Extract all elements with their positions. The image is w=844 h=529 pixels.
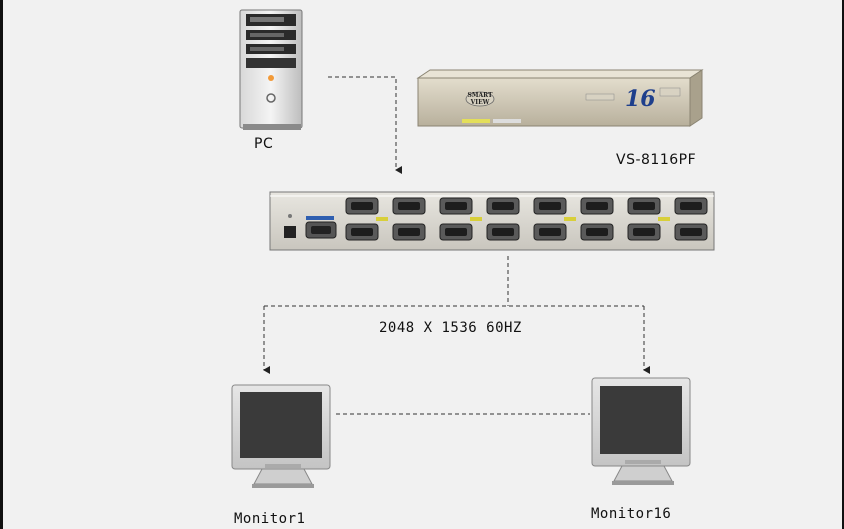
model-badge-number: 16 bbox=[625, 86, 656, 112]
port-indicator bbox=[658, 217, 670, 221]
vga-port-pins bbox=[445, 202, 467, 210]
vga-port-pins bbox=[398, 228, 420, 236]
vga-port-pins bbox=[633, 228, 655, 236]
splitter-rear-icon bbox=[269, 191, 715, 251]
output-ports bbox=[345, 197, 708, 241]
right-border bbox=[842, 0, 844, 529]
monitor-first-label: Monitor1 bbox=[234, 511, 306, 527]
left-border bbox=[0, 0, 3, 529]
port-indicator bbox=[470, 217, 482, 221]
vga-port-pins bbox=[351, 202, 373, 210]
vga-port-pins bbox=[680, 228, 702, 236]
vga-port-pins bbox=[492, 228, 514, 236]
model-label: VS-8116PF bbox=[616, 152, 697, 168]
brand-line-2: VIEW bbox=[470, 99, 490, 106]
vga-port-pins bbox=[586, 202, 608, 210]
vga-port-pins bbox=[539, 202, 561, 210]
vga-port-pins bbox=[445, 228, 467, 236]
vga-port-pins bbox=[680, 202, 702, 210]
monitor-icon bbox=[591, 377, 691, 485]
vga-port-pins bbox=[351, 228, 373, 236]
pc-label: PC bbox=[254, 136, 274, 152]
pc-to-splitter-line bbox=[328, 76, 402, 174]
brand-line-1: SMART bbox=[468, 92, 494, 99]
splitter-front-icon: SMART VIEW 16 bbox=[416, 69, 704, 127]
vga-port-pins bbox=[539, 228, 561, 236]
vga-port-pins bbox=[586, 228, 608, 236]
monitor-icon bbox=[231, 384, 331, 488]
port-indicator bbox=[564, 217, 576, 221]
monitor-last-label: Monitor16 bbox=[591, 506, 672, 522]
resolution-label: 2048 X 1536 60HZ bbox=[379, 320, 522, 336]
port-indicator bbox=[376, 217, 388, 221]
vga-port-pins bbox=[633, 202, 655, 210]
vga-port-pins bbox=[398, 202, 420, 210]
connections bbox=[263, 76, 650, 415]
vga-port-pins bbox=[492, 202, 514, 210]
pc-tower-icon bbox=[239, 9, 303, 130]
